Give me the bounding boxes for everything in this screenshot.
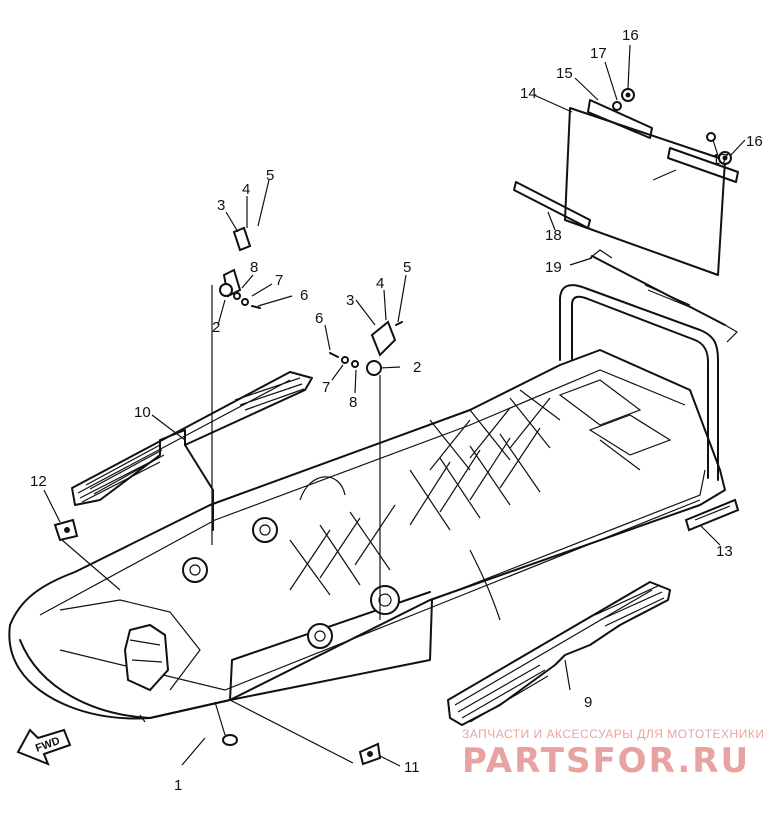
callout-2a: 2	[212, 319, 220, 336]
decal-13	[684, 498, 740, 532]
callout-17a: 17	[590, 45, 607, 62]
callout-7a: 7	[275, 272, 283, 289]
bracket-12	[53, 518, 79, 542]
frame-assembly	[8, 284, 726, 746]
callout-8a: 8	[250, 259, 258, 276]
leader-lines	[43, 44, 746, 767]
callout-5b: 5	[403, 259, 411, 276]
callout-14: 14	[520, 85, 537, 102]
hinge-assembly-left	[219, 226, 261, 309]
callout-16a: 16	[622, 27, 639, 44]
watermark-brand: PARTSFOR.RU	[462, 741, 751, 781]
rear-grab-bar	[559, 284, 719, 481]
watermark-tagline: ЗАПЧАСТИ И АКСЕССУАРЫ ДЛЯ МОТОТЕХНИКИ	[462, 727, 765, 741]
callout-16b: 16	[746, 133, 763, 150]
callout-18: 18	[545, 227, 562, 244]
callout-6b: 6	[315, 310, 323, 327]
callout-6a: 6	[300, 287, 308, 304]
footrest-left	[71, 371, 313, 531]
callout-5a: 5	[266, 167, 274, 184]
footrest-right	[447, 581, 671, 726]
callout-19: 19	[545, 259, 562, 276]
rear-flap-assembly	[513, 88, 739, 343]
flap-bracket-right	[667, 147, 739, 183]
callout-7b: 7	[322, 379, 330, 396]
snow-flap	[564, 107, 726, 276]
callout-9: 9	[584, 694, 592, 711]
callout-numbers: 1 2 2 3 3 4 4 5 5 6 6 7 7 8 8 9 10 11 12…	[30, 27, 763, 794]
callout-8b: 8	[349, 394, 357, 411]
flap-strip	[513, 181, 591, 229]
fwd-arrow-icon: FWD	[16, 728, 72, 766]
callout-2b: 2	[413, 359, 421, 376]
callout-3a: 3	[217, 197, 225, 214]
deck-cross-braces	[289, 379, 672, 596]
hinge-assembly-right	[329, 320, 403, 376]
callout-4b: 4	[376, 275, 384, 292]
callout-4a: 4	[242, 181, 250, 198]
flap-rod	[591, 255, 726, 326]
bracket-11	[358, 742, 382, 766]
callout-13: 13	[716, 543, 733, 560]
flap-bracket-upper	[587, 99, 653, 139]
callout-17b: 17	[712, 151, 729, 168]
callout-10: 10	[134, 404, 151, 421]
callout-12: 12	[30, 473, 47, 490]
callout-11: 11	[404, 759, 420, 776]
callout-3b: 3	[346, 292, 354, 309]
callout-1: 1	[174, 777, 182, 794]
callout-15: 15	[556, 65, 573, 82]
